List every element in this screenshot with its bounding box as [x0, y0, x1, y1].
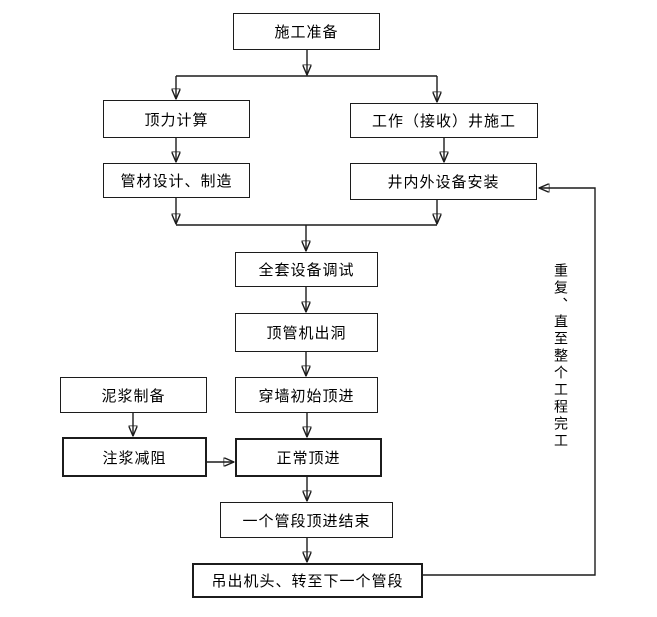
node-label: 施工准备: [274, 24, 339, 41]
node-working-receiving-well-construction: 工作（接收）井施工: [350, 103, 538, 138]
node-lift-head-next-section: 吊出机头、转至下一个管段: [192, 563, 423, 598]
node-label: 全套设备调试: [258, 262, 355, 279]
node-jacking-force-calculation: 顶力计算: [103, 100, 250, 138]
node-label: 穿墙初始顶进: [258, 387, 355, 405]
node-label: 正常顶进: [276, 450, 341, 467]
node-jacking-machine-exit: 顶管机出洞: [235, 313, 378, 352]
feedback-loop-line: [423, 188, 596, 576]
node-label: 吊出机头、转至下一个管段: [211, 573, 404, 590]
node-pipe-design-manufacture: 管材设计、制造: [103, 163, 250, 198]
node-grouting-friction-reduction: 注浆减阻: [62, 437, 207, 477]
node-pipe-section-jacking-finished: 一个管段顶进结束: [220, 502, 393, 538]
node-well-equipment-installation: 井内外设备安装: [350, 163, 537, 200]
node-label: 顶管机出洞: [266, 325, 347, 342]
node-label: 注浆减阻: [102, 449, 167, 467]
node-initial-wall-jacking: 穿墙初始顶进: [235, 377, 378, 413]
node-label: 工作（接收）井施工: [371, 113, 516, 130]
node-construction-preparation: 施工准备: [233, 13, 380, 50]
node-label: 顶力计算: [144, 111, 209, 129]
node-label: 一个管段顶进结束: [242, 512, 371, 530]
node-label: 泥浆制备: [101, 387, 166, 405]
node-label: 管材设计、制造: [120, 173, 233, 190]
node-normal-jacking: 正常顶进: [235, 438, 382, 477]
node-mud-preparation: 泥浆制备: [60, 377, 207, 413]
node-full-equipment-debugging: 全套设备调试: [235, 252, 378, 287]
label-repeat-until-project-complete: 重复、直至整个工程完工: [553, 263, 569, 450]
node-label: 井内外设备安装: [387, 174, 500, 191]
